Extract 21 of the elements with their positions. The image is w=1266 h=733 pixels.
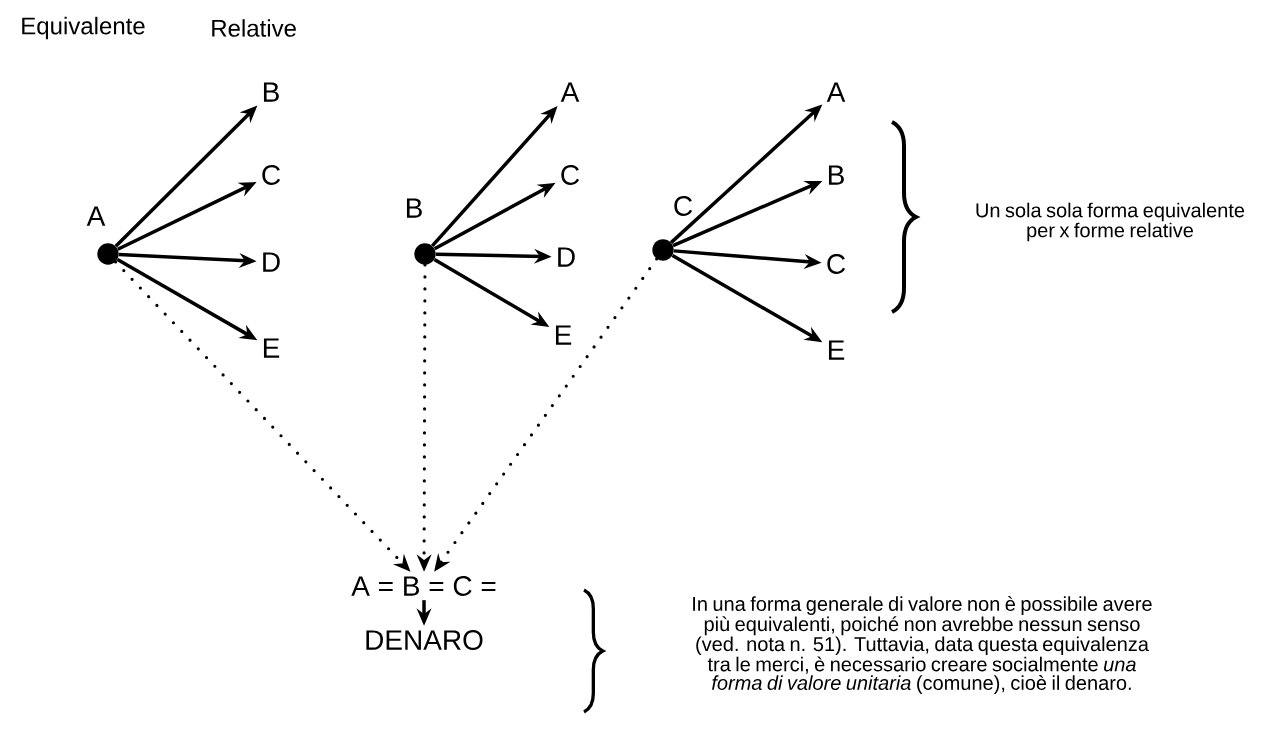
letter-label: A [826,82,846,102]
letter-label: C [262,165,281,185]
letter-label: E [828,340,845,360]
letter-label: B [263,82,279,102]
letter-label: B [828,165,844,185]
letter-label: B [406,198,422,218]
note-text: Un sola sola forma equivalente per x forme relative [976,202,1245,242]
letter-label: C [827,254,846,274]
letter-label: E [555,325,572,345]
letter-label: D [263,252,280,272]
letter-label: C [674,196,693,216]
letter-label: D [558,247,575,267]
letter-label: C [561,165,580,185]
heading: Equivalente [22,16,145,40]
text-label: DENARO [366,630,483,650]
letter-label: A [560,82,580,102]
heading: Relative [212,19,296,37]
note-text: In una forma generale di valore non è possibile avere più equivalenti, poiché non avrebbe nessun senso (ved. nota n. 51). Tuttavia, data questa equivalenza tra le merci, è necessario creare socialmente una forma di valore unitaria (comune), cioè il denaro. [693,596,1152,694]
letter-label: A [86,206,106,226]
letter-label: E [263,338,280,358]
text-label: A = B = C = [351,576,496,596]
